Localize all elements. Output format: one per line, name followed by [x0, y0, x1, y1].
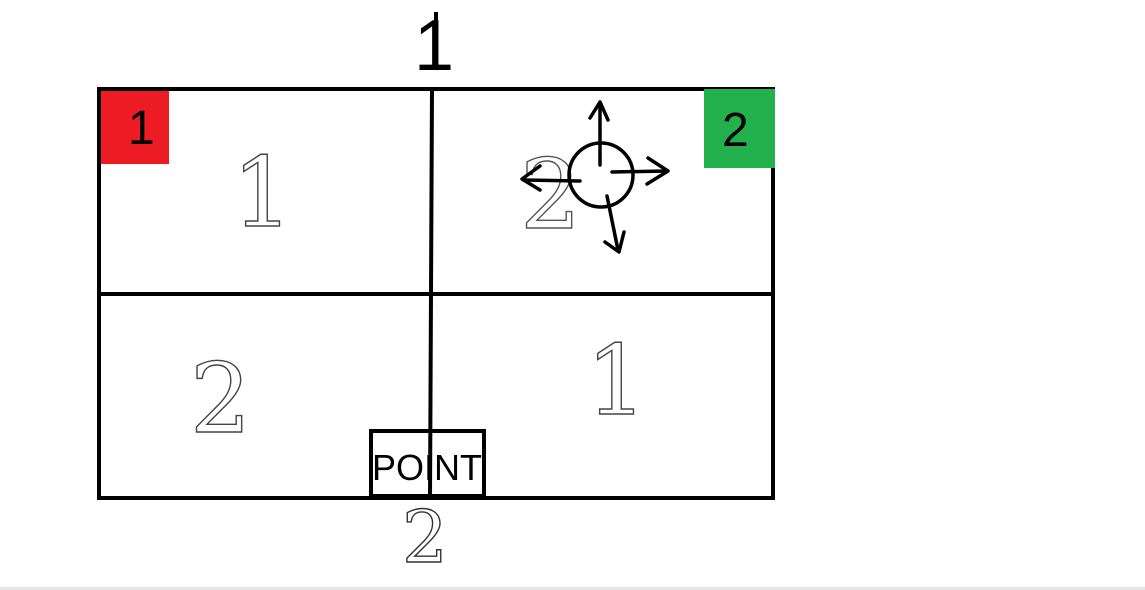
bottom-divider-line: [0, 587, 1145, 590]
red-badge: [101, 91, 169, 164]
arrow-down-shaft: [605, 194, 620, 252]
arrow-right-head: [645, 156, 670, 186]
move-crosshair-icon[interactable]: [520, 100, 670, 254]
quadrant-bottom-right-number: 1: [586, 325, 647, 437]
point-box: [369, 429, 486, 498]
quadrant-bottom-left-number: 2: [190, 343, 251, 455]
arrow-left-head: [520, 164, 542, 192]
top-label: 1: [414, 6, 454, 86]
red-badge-label: 1: [128, 102, 155, 155]
green-badge: [704, 89, 775, 168]
quadrant-top-right-number: 2: [520, 139, 581, 251]
arrow-right-shaft: [610, 169, 668, 174]
arrow-up-head: [588, 100, 610, 122]
arrow-left-shaft: [522, 178, 582, 183]
green-badge-label: 2: [722, 104, 749, 157]
point-box-label: POINT: [372, 447, 482, 488]
quadrant-top-left-number: 1: [232, 137, 293, 249]
bottom-label: 2: [402, 495, 448, 579]
arrow-down-head: [603, 230, 626, 254]
